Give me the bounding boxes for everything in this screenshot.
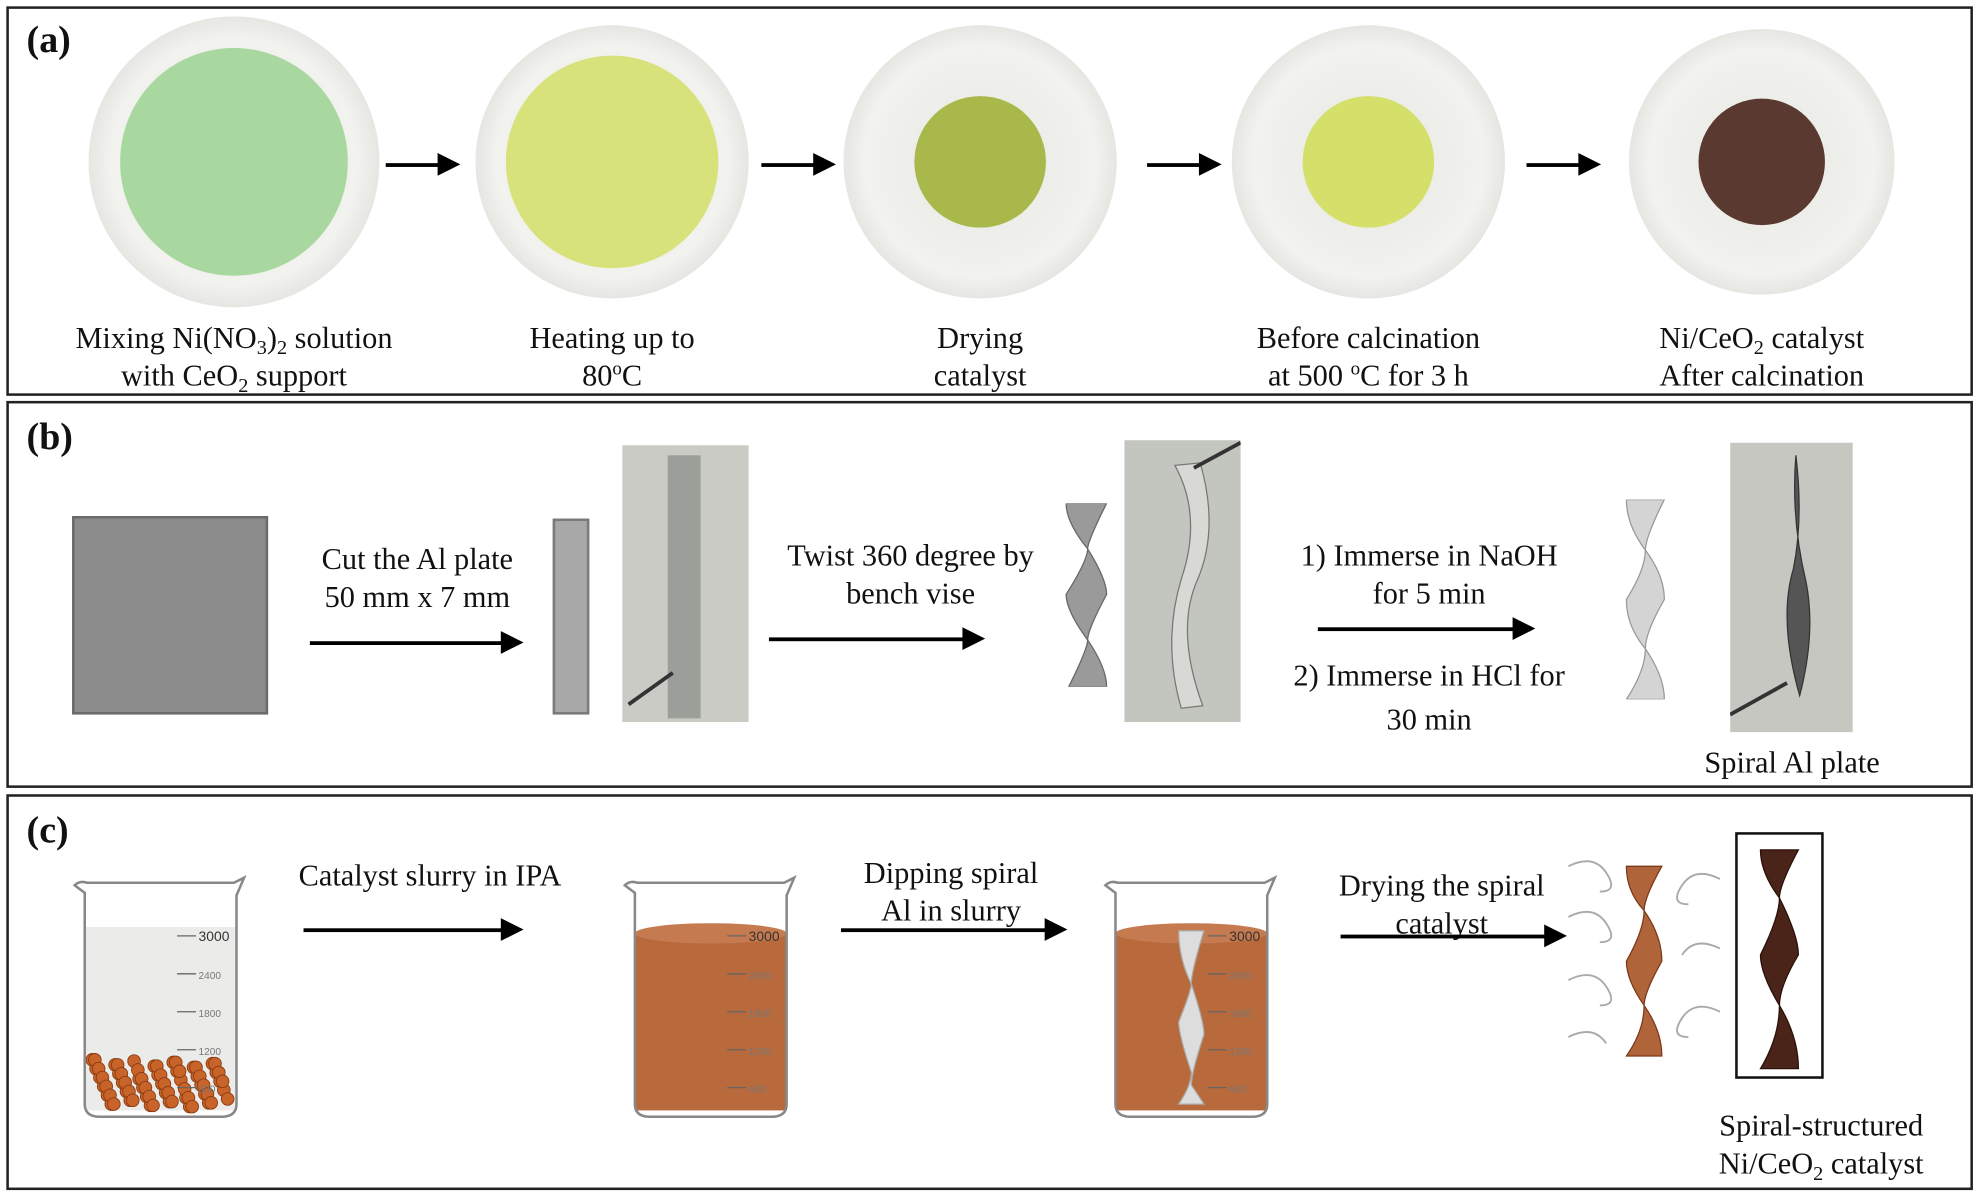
step-caption-5-line2: After calcination xyxy=(1659,360,1865,394)
arrow-b2 xyxy=(768,627,986,651)
arrow-c2 xyxy=(841,918,1068,941)
cut-label-1: Cut the Al plate xyxy=(321,543,514,577)
final-catalyst-label-2: Ni/CeO2 catalyst xyxy=(1718,1148,1924,1186)
panel-b-label: (b) xyxy=(26,416,73,458)
dipping-label-1: Dipping spiral xyxy=(863,857,1039,891)
step-caption-4-line2: at 500 oC for 3 h xyxy=(1267,359,1469,394)
bowl-contents xyxy=(1697,98,1826,226)
immerse-naoh-1: 1) Immerse in NaOH xyxy=(1300,540,1558,573)
al-strip-drawing xyxy=(552,518,590,715)
panel-a-label: (a) xyxy=(26,18,71,61)
mortar-bowl-photo xyxy=(843,25,1117,299)
arrow-a2 xyxy=(761,153,836,176)
beaker-scale-label: 600 xyxy=(1229,1085,1246,1096)
step-caption-5-line1: Ni/CeO2 catalyst xyxy=(1659,322,1865,360)
beaker-scale-label: 600 xyxy=(749,1085,766,1096)
bowl-contents xyxy=(120,48,348,276)
arrow-c1 xyxy=(303,918,524,941)
mortar-bowl-photo xyxy=(88,16,380,308)
step-caption-1-line1: Mixing Ni(NO3)2 solution xyxy=(75,322,393,360)
twist-label-1: Twist 360 degree by xyxy=(787,540,1034,573)
slurry-label: Catalyst slurry in IPA xyxy=(298,859,562,893)
beaker-scale-label: 2400 xyxy=(199,971,222,982)
bowl-contents xyxy=(914,96,1046,228)
dipping-label-2: Al in slurry xyxy=(881,895,1022,929)
drying-spiral-with-airflow xyxy=(1568,860,1720,1057)
beaker-scale-label: 2400 xyxy=(1229,971,1252,982)
final-catalyst-frame xyxy=(1735,832,1824,1079)
panel-b: (b) xyxy=(6,400,1973,788)
etched-spiral-drawing xyxy=(1625,499,1666,700)
mortar-bowl-photo xyxy=(1628,29,1895,295)
spiral-al-plate-photo xyxy=(1730,442,1853,733)
twisted-strip-photo xyxy=(1124,440,1241,723)
immerse-hcl-2: 30 min xyxy=(1386,704,1472,738)
drying-label-1: Drying the spiral xyxy=(1338,870,1545,903)
beaker-scale-label: 3000 xyxy=(749,928,780,944)
step-caption-3-line2: catalyst xyxy=(933,360,1027,394)
beaker-scale-label: 3000 xyxy=(199,928,230,944)
bowl-contents xyxy=(1302,96,1434,228)
arrow-c3 xyxy=(1340,924,1567,948)
arrow-a4 xyxy=(1526,153,1602,176)
spiral-al-plate-label: Spiral Al plate xyxy=(1704,747,1880,781)
beaker-scale-label: 1200 xyxy=(749,1047,772,1058)
step-caption-2-line2: 80oC xyxy=(582,359,643,394)
arrow-a1 xyxy=(385,153,461,176)
beaker-2: 3000 2400 1800 1200 600 xyxy=(622,875,797,1118)
al-strip-photo xyxy=(622,445,749,723)
beaker-3: 3000 2400 1800 1200 600 xyxy=(1103,875,1278,1118)
arrow-a3 xyxy=(1147,153,1222,176)
spiral-drawing xyxy=(1065,503,1108,687)
beaker-scale-label: 3000 xyxy=(1229,928,1260,944)
beaker-scale-label: 600 xyxy=(199,1085,216,1096)
al-plate-square xyxy=(72,515,269,715)
beaker-1: 3000 2400 1800 1200 600 xyxy=(72,875,247,1118)
beaker-scale-label: 2400 xyxy=(749,971,772,982)
step-caption-1-line2: with CeO2 support xyxy=(120,360,347,398)
step-caption-2-line1: Heating up to xyxy=(529,322,695,356)
beaker-scale-label: 1800 xyxy=(1229,1009,1252,1020)
immerse-naoh-2: for 5 min xyxy=(1372,577,1486,611)
immerse-hcl-1: 2) Immerse in HCl for xyxy=(1293,660,1565,694)
mortar-bowl-photo xyxy=(1231,25,1505,299)
final-catalyst-label-1: Spiral-structured xyxy=(1719,1110,1924,1144)
step-caption-4-line1: Before calcination xyxy=(1256,322,1481,356)
arrow-b3 xyxy=(1317,617,1536,640)
bowl-contents xyxy=(505,55,719,269)
step-caption-3-line1: Drying xyxy=(937,322,1024,356)
twist-label-2: bench vise xyxy=(846,577,976,611)
panel-c-label: (c) xyxy=(26,809,69,852)
beaker-scale-label: 1800 xyxy=(199,1009,222,1020)
mortar-bowl-photo xyxy=(475,25,749,299)
beaker-scale-label: 1200 xyxy=(1229,1047,1252,1058)
cut-label-2: 50 mm x 7 mm xyxy=(324,581,511,615)
arrow-b1 xyxy=(309,631,524,654)
beaker-scale-label: 1800 xyxy=(749,1009,772,1020)
beaker-scale-label: 1200 xyxy=(199,1047,222,1058)
final-spiral-catalyst xyxy=(1759,849,1800,1070)
